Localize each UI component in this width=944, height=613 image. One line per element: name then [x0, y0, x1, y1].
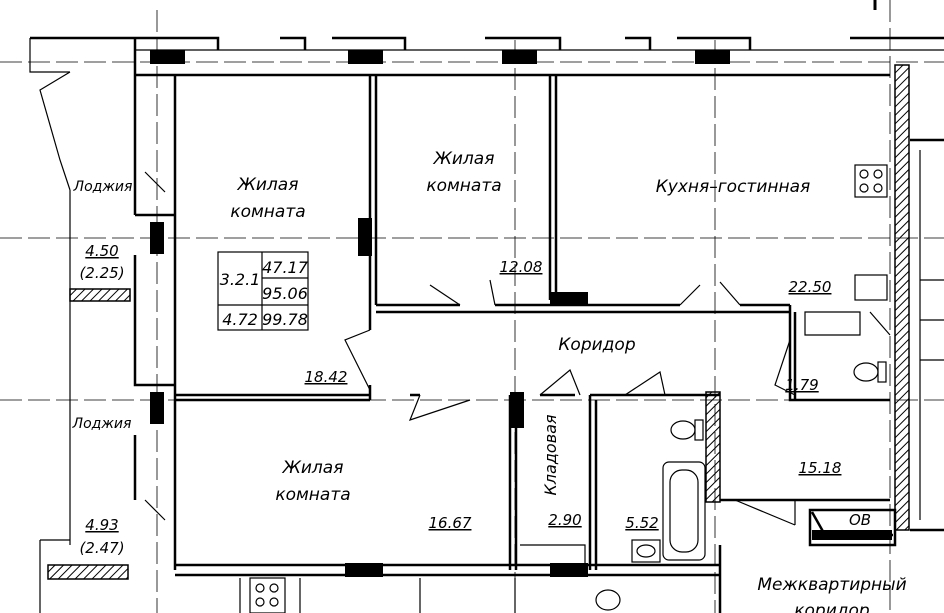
room-area: 22.50 [789, 278, 832, 296]
room-label: Кладовая [541, 414, 560, 495]
living-area: 47.17 [262, 258, 309, 277]
room-area: 16.67 [429, 514, 472, 532]
room-label: Жилая [433, 149, 495, 169]
room-area: 1.79 [785, 376, 818, 394]
exterior-wall-right [808, 64, 944, 547]
fixtures [249, 164, 888, 613]
bathtub-icon [662, 461, 706, 561]
sink-icon [854, 274, 888, 301]
room-area: 4.50 [85, 242, 118, 260]
toilet-icon [670, 419, 704, 441]
room-area-reduced: (2.25) [79, 264, 124, 282]
exterior-wall-top [29, 36, 944, 77]
stove-icon [854, 164, 888, 198]
room-label: Жилая [237, 175, 299, 195]
loggia-left [39, 71, 177, 613]
toilet-icon [853, 361, 887, 383]
room-label: комната [275, 485, 350, 505]
room-area: 4.93 [85, 516, 118, 534]
shaft-label: ОВ [849, 511, 871, 529]
washbasin-icon [631, 539, 661, 563]
room-labels: Жилая комната 18.42 Жилая комната 12.08 … [72, 149, 907, 613]
total-area: 95.06 [262, 284, 308, 303]
room-label: Кухня–гостинная [656, 177, 811, 197]
interior-walls [175, 75, 891, 570]
room-label: комната [230, 202, 305, 222]
room-area: 2.90 [548, 511, 581, 529]
exterior-wall-bottom [175, 544, 722, 613]
room-area: 5.52 [625, 514, 658, 532]
room-area: 12.08 [500, 258, 543, 276]
toilet-icon [595, 589, 621, 611]
room-area: 15.18 [799, 459, 842, 477]
room-label: Коридор [558, 335, 635, 355]
loggia-area: 4.72 [222, 310, 258, 329]
room-label: Лоджия [72, 416, 132, 432]
room-label: Лоджия [73, 179, 133, 195]
stove-icon [249, 577, 286, 613]
room-label: Жилая [282, 458, 344, 478]
apartment-id: 3.2.1 [220, 270, 261, 289]
total-with-loggia: 99.78 [262, 310, 308, 329]
area-summary-table: 3.2.1 47.17 95.06 4.72 99.78 [217, 251, 309, 331]
common-corridor-label: коридор [794, 601, 870, 613]
room-area-reduced: (2.47) [79, 539, 124, 557]
common-corridor-label: Межквартирный [757, 575, 906, 595]
room-label: комната [426, 176, 501, 196]
room-area: 18.42 [305, 368, 348, 386]
